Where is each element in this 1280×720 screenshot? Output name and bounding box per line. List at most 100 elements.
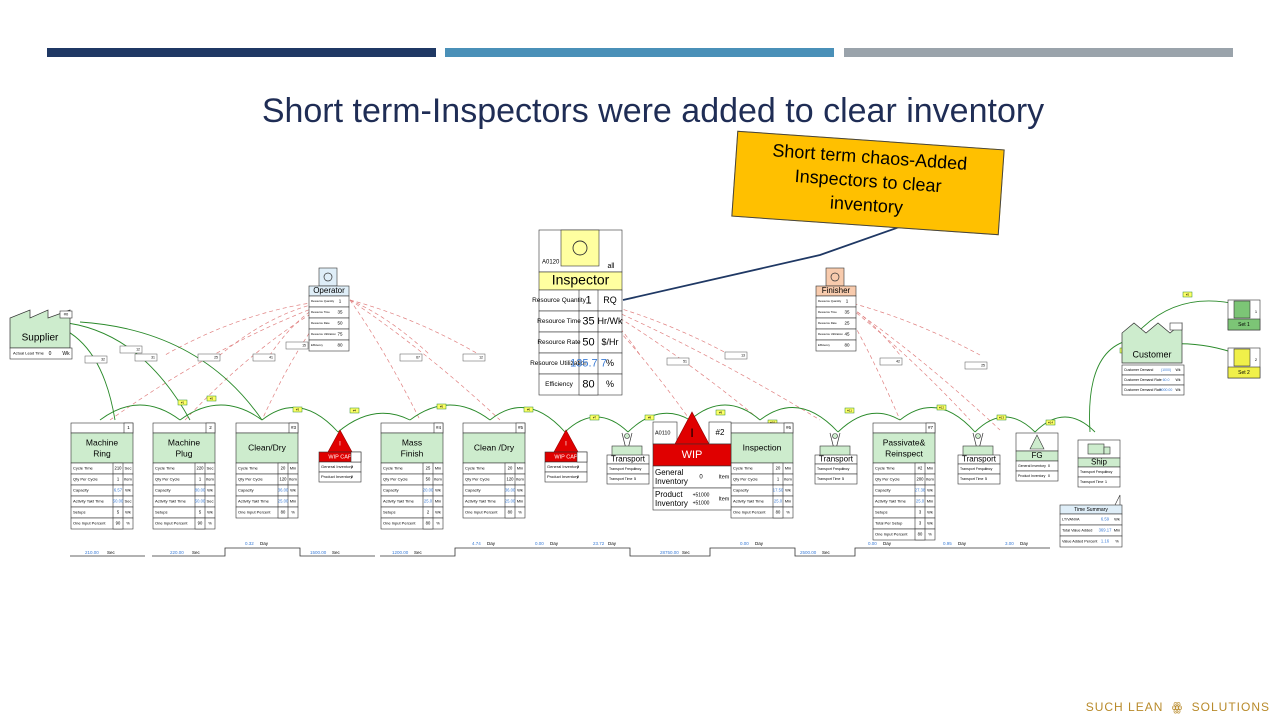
process-row-unit: % bbox=[208, 521, 212, 526]
timeline-top-unit: Day bbox=[550, 541, 559, 546]
timeline-top-value: 4.74 bbox=[472, 541, 481, 546]
process-row-value: 120 bbox=[507, 477, 515, 482]
finisher-row-label: Resource Time bbox=[818, 310, 837, 314]
process-row-unit: % bbox=[436, 521, 440, 526]
process-row-label: Setups bbox=[155, 510, 167, 515]
process-row-value: 80 bbox=[776, 510, 781, 515]
process-header bbox=[235, 432, 299, 464]
wip-cap-number-tag bbox=[576, 451, 588, 463]
fg-triangle-icon bbox=[1029, 434, 1045, 450]
process-row-value: 20 bbox=[508, 466, 513, 471]
process-row-value: 3 bbox=[919, 510, 922, 515]
flow-flag bbox=[936, 404, 947, 411]
transport-head-icon bbox=[975, 433, 981, 439]
process-row-value: 20 bbox=[281, 466, 286, 471]
process-row-value: 1 bbox=[117, 477, 120, 482]
timeline-top-value: 0.95 bbox=[943, 541, 952, 546]
process-row-value: 80 bbox=[508, 510, 513, 515]
inspector-person-icon bbox=[572, 240, 588, 256]
resource-link bbox=[349, 299, 421, 421]
flow-flag bbox=[349, 407, 360, 414]
inspector-row-label: Resource Time bbox=[537, 318, 581, 325]
flow-arrow bbox=[627, 412, 691, 433]
finisher-row-value: 25 bbox=[844, 321, 850, 326]
process-row-cell bbox=[422, 517, 434, 530]
mini-counter-value: 12 bbox=[479, 356, 483, 360]
timeline-bottom-value: 210.00 bbox=[85, 550, 99, 555]
process-row-unit: % bbox=[928, 532, 932, 537]
transport-row-label: Transport Frequency bbox=[609, 467, 642, 471]
process-row-cell bbox=[194, 517, 206, 530]
customer-row-label: Customer Demand bbox=[1124, 368, 1153, 372]
process-row-label: Capacity bbox=[73, 488, 89, 493]
finisher-row-value: 45 bbox=[844, 332, 850, 337]
wip-row-unit: Item bbox=[719, 474, 730, 480]
flow-flag-label: #13 bbox=[999, 415, 1004, 419]
time-summary-row-label: Value Added Percent bbox=[1062, 540, 1098, 544]
set-document-icon bbox=[1233, 348, 1251, 367]
process-row-label: Capacity bbox=[155, 488, 171, 493]
inspector-row-value: 135.7 7 bbox=[570, 357, 607, 369]
process-number: #6 bbox=[786, 425, 792, 430]
time-summary-row-label: LT/VANVA bbox=[1062, 518, 1080, 522]
time-summary-row-value: 6.59 bbox=[1101, 517, 1110, 522]
customer-row-value: 3000.00 bbox=[1160, 388, 1173, 392]
mini-counter bbox=[119, 345, 143, 354]
process-label: Plug bbox=[175, 448, 192, 458]
mini-counter bbox=[285, 341, 309, 350]
process-label: Inspection bbox=[743, 442, 782, 452]
process-row-value: 120 bbox=[280, 477, 288, 482]
resource-link bbox=[839, 299, 981, 356]
inspector-icon-box bbox=[560, 229, 600, 267]
set-label: Set 2 bbox=[1238, 370, 1250, 376]
process-row-unit: Min bbox=[785, 466, 791, 471]
process-row-unit: Item bbox=[124, 477, 132, 482]
operator-label: Operator bbox=[313, 286, 345, 295]
inspector-tag: all bbox=[607, 263, 614, 270]
header-bar-gray bbox=[844, 48, 1233, 57]
process-row-label: Cycle Time bbox=[875, 466, 896, 471]
flow-flag bbox=[996, 414, 1007, 421]
flow-arrow bbox=[99, 404, 181, 421]
time-summary-row-unit: % bbox=[1115, 539, 1119, 544]
process-row-unit: Min bbox=[290, 499, 296, 504]
header-bar-blue bbox=[445, 48, 834, 57]
wip-cap-row-value: 0 bbox=[577, 474, 580, 479]
flow-arrow bbox=[837, 412, 901, 433]
resource-link bbox=[261, 299, 336, 421]
process-row-unit: Wk bbox=[435, 510, 441, 515]
inspector-row-unit: RQ bbox=[603, 295, 617, 305]
finisher-icon bbox=[825, 267, 845, 287]
process-row-unit: % bbox=[291, 510, 295, 515]
finisher-row bbox=[815, 339, 857, 352]
flow-flag-label: #7 bbox=[593, 415, 597, 419]
operator-row-label: Resource Time bbox=[311, 310, 330, 314]
process-row-unit: Sec bbox=[207, 499, 214, 504]
process-row-unit: Min bbox=[435, 499, 441, 504]
flow-flag-label: #10 bbox=[770, 420, 775, 424]
process-header bbox=[872, 432, 936, 464]
inspector-row-unit: % bbox=[606, 379, 614, 389]
process-row-value: 80.00 bbox=[195, 488, 206, 493]
slide-title: Short term-Inspectors were added to clea… bbox=[261, 92, 1045, 130]
timeline-top-unit: Day bbox=[1020, 541, 1029, 546]
wip-cap-row bbox=[318, 471, 362, 483]
mini-counter bbox=[399, 353, 423, 362]
timeline-top-value: 0.00 bbox=[535, 541, 544, 546]
process-row bbox=[380, 517, 444, 530]
ship-row-value: 1 bbox=[1105, 469, 1108, 474]
timeline-bottom-unit: Sec bbox=[192, 550, 201, 555]
flow-flag-label: #4 bbox=[353, 408, 357, 412]
process-row-label: Qty Per Cycle bbox=[155, 477, 180, 482]
process-row-unit: Item bbox=[434, 477, 442, 482]
process-row-value: 2 bbox=[427, 510, 430, 515]
transport-head-icon bbox=[832, 433, 838, 439]
finisher-row-value: 35 bbox=[844, 310, 850, 315]
process-row-value: 80 bbox=[918, 532, 923, 537]
transport-label: Transport bbox=[962, 455, 997, 464]
customer-row-label: Customer Demand Rate bbox=[1124, 378, 1162, 382]
resource-link bbox=[109, 299, 336, 421]
transport-row bbox=[957, 473, 1001, 485]
wip-cap-row-label: Product Inventory bbox=[321, 474, 352, 479]
wip-cap-label: WIP CAP bbox=[328, 454, 351, 460]
